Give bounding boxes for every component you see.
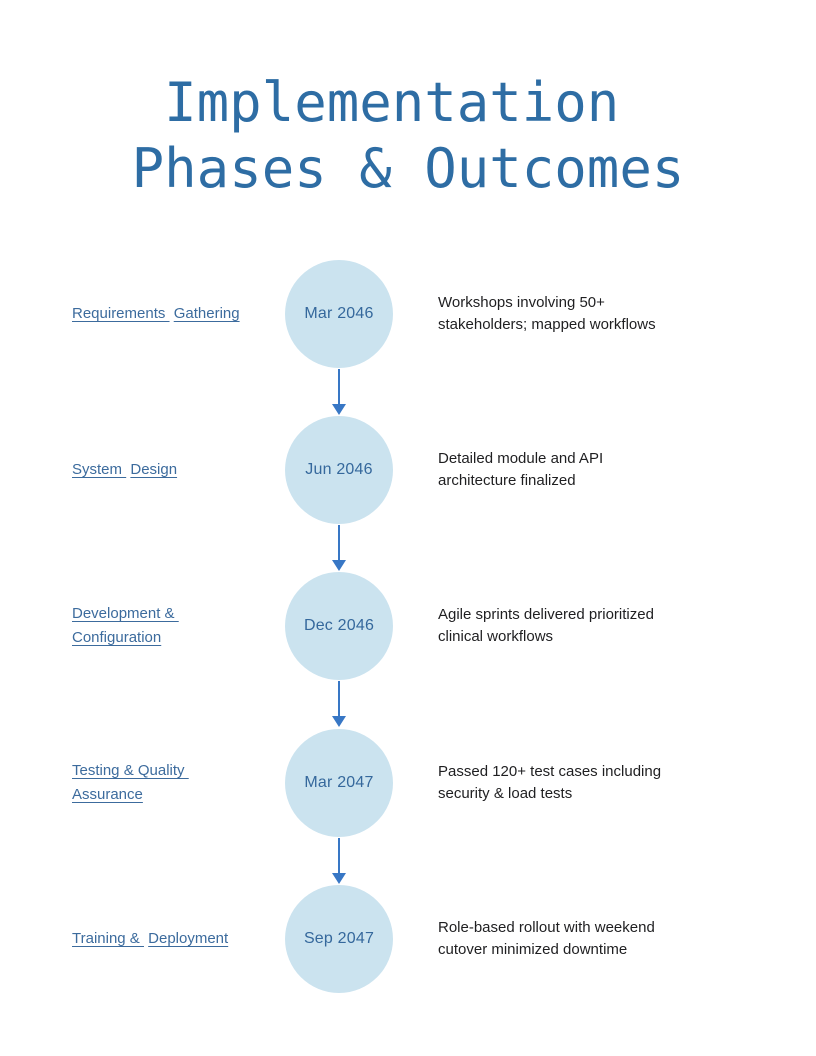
arrow-line [338,681,340,716]
milestone-circle: Jun 2046 [285,416,393,524]
timeline-row-development-configuration: Development & Configuration Dec 2046 Agi… [0,572,816,680]
arrow-head [332,404,346,415]
arrow-down-icon [332,681,346,727]
page-title-line-2: Phases & Outcomes [131,137,685,200]
phase-link-line: Configuration [72,629,162,646]
arrow-line [338,525,340,560]
milestone-date: Mar 2046 [304,305,374,322]
outcome-text: Role-based rollout with weekend cutover … [438,917,718,961]
phase-link-requirements-gathering[interactable]: Requirements Gathering [72,302,262,326]
outcome-line: Workshops involving 50+ [438,294,605,311]
outcome-line: architecture finalized [438,472,576,489]
milestone-circle: Mar 2047 [285,729,393,837]
phase-link-line: Deployment [148,930,229,947]
timeline-row-testing-quality-assurance: Testing & Quality Assurance Mar 2047 Pas… [0,729,816,837]
phase-link-system-design[interactable]: System Design [72,458,262,482]
arrow-down-icon [332,525,346,571]
phase-link-training-deployment[interactable]: Training & Deployment [72,927,262,951]
phase-link-line: System [72,461,127,478]
page-title: Implementation Phases & Outcomes [0,70,816,202]
arrow-line [338,369,340,404]
arrow-head [332,716,346,727]
outcome-line: clinical workflows [438,628,554,645]
page-title-line-1: Implementation [164,71,652,134]
milestone-date: Mar 2047 [304,774,374,791]
timeline-row-requirements-gathering: Requirements Gathering Mar 2046 Workshop… [0,260,816,368]
milestone-date: Sep 2047 [303,930,375,947]
arrow-line [338,838,340,873]
outcome-text: Agile sprints delivered prioritized clin… [438,604,718,648]
timeline-row-training-deployment: Training & Deployment Sep 2047 Role-base… [0,885,816,993]
phase-link-line: Assurance [72,786,143,803]
phase-link-line: Testing & Quality [72,762,189,779]
outcome-line: security & load tests [438,785,573,802]
phase-link-testing-quality-assurance[interactable]: Testing & Quality Assurance [72,759,262,807]
arrow-down-icon [332,369,346,415]
arrow-down-icon [332,838,346,884]
outcome-text: Detailed module and API architecture fin… [438,448,718,492]
outcome-line: Passed 120+ test cases including [438,763,662,780]
milestone-circle: Mar 2046 [285,260,393,368]
outcome-line: cutover minimized downtime [438,941,628,958]
outcome-text: Workshops involving 50+ stakeholders; ma… [438,292,718,336]
phase-link-line: Development & [72,605,179,622]
milestone-date: Jun 2046 [305,461,373,478]
phase-link-line: Requirements [72,305,170,322]
outcome-line: Detailed module and API [438,450,604,467]
phase-link-line: Design [130,461,178,478]
outcome-text: Passed 120+ test cases including securit… [438,761,718,805]
milestone-date: Dec 2046 [303,617,375,634]
milestone-circle: Sep 2047 [285,885,393,993]
phase-link-line: Gathering [173,305,240,322]
phase-link-development-configuration[interactable]: Development & Configuration [72,602,262,650]
outcome-line: Agile sprints delivered prioritized [438,606,654,623]
outcome-line: Role-based rollout with weekend [438,919,655,936]
timeline-row-system-design: System Design Jun 2046 Detailed module a… [0,416,816,524]
outcome-line: stakeholders; mapped workflows [438,316,656,333]
phase-link-line: Training & [72,930,144,947]
milestone-circle: Dec 2046 [285,572,393,680]
arrow-head [332,560,346,571]
arrow-head [332,873,346,884]
